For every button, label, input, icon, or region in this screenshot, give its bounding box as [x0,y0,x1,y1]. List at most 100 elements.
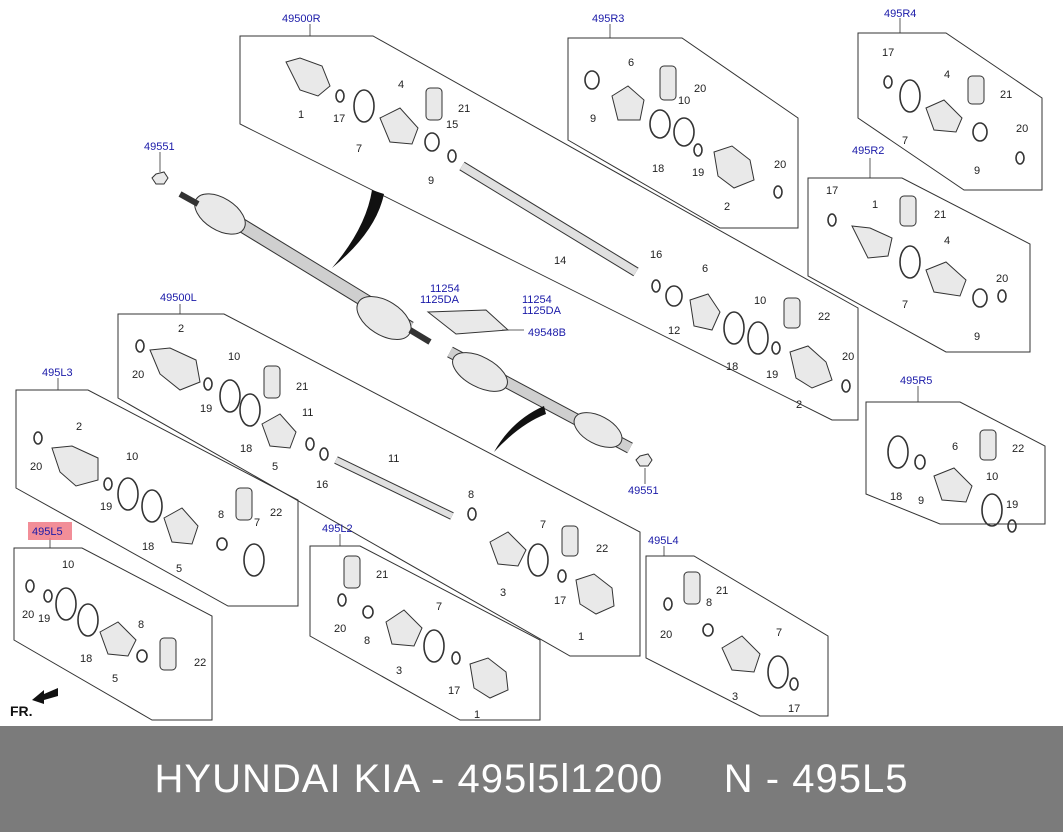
part-number: 22 [194,657,206,669]
group-box-495L4 [645,555,829,717]
ref-49500R: 49500R [282,13,321,25]
part-number: 7 [254,517,260,529]
part-number: 19 [766,369,778,381]
ref-495L4: 495L4 [648,535,679,547]
part-number: 1 [474,709,480,721]
part-number: 17 [788,703,800,715]
part-number: 1 [872,199,878,211]
part-number: 18 [240,443,252,455]
part-number: 7 [776,627,782,639]
part-number: 6 [628,57,634,69]
part-number: 20 [132,369,144,381]
part-number: 4 [944,69,950,81]
ref-495L2: 495L2 [322,523,353,535]
callout-wedge-upper [332,190,384,268]
bracket-plate [426,309,510,335]
group-box-495L5 [13,547,213,721]
part-number: 18 [142,541,154,553]
part-number: 19 [200,403,212,415]
part-number: 20 [30,461,42,473]
part-number: 7 [902,135,908,147]
part-number: 3 [732,691,738,703]
part-number: 16 [650,249,662,261]
part-number: 21 [1000,89,1012,101]
ref-495L5: 495L5 [32,526,63,538]
part-number: 20 [660,629,672,641]
part-number: 20 [1016,123,1028,135]
group-box-49500R [239,35,859,421]
part-number: 21 [934,209,946,221]
part-number: 10 [986,471,998,483]
ref-495R4: 495R4 [884,8,916,20]
part-number: 18 [80,653,92,665]
part-number: 17 [333,113,345,125]
part-number: 15 [446,119,458,131]
part-number: 8 [706,597,712,609]
part-number: 10 [678,95,690,107]
part-number: 10 [62,559,74,571]
group-box-495L3 [15,389,299,607]
part-number: 17 [448,685,460,697]
part-number: 18 [726,361,738,373]
front-arrow-icon [32,688,58,704]
ref-495R3: 495R3 [592,13,624,25]
part-number: 4 [398,79,404,91]
part-number: 22 [818,311,830,323]
part-number: 11 [302,407,313,419]
part-number: 9 [918,495,924,507]
part-number: 20 [842,351,854,363]
part-number: 8 [138,619,144,631]
group-box-495L2 [309,545,541,721]
part-number: 1 [578,631,584,643]
parts-diagram: 49500R 495R3 495R4 49551 495R2 11254 112… [10,8,1046,721]
front-direction-label: FR. [10,703,33,719]
part-number: 21 [376,569,388,581]
group-box-495R2 [807,177,1031,353]
footer-bar: HYUNDAI KIA - 495l5l1200 N - 495L5 [0,726,1063,832]
part-number: 2 [76,421,82,433]
part-number: 11 [388,453,399,465]
ref-49500L: 49500L [160,292,197,304]
ref-495L3: 495L3 [42,367,73,379]
part-number: 18 [652,163,664,175]
part-number: 17 [882,47,894,59]
part-number: 10 [126,451,138,463]
part-number: 19 [692,167,704,179]
ref-11254-right: 11254 [522,294,552,306]
part-number: 5 [272,461,278,473]
part-number: 16 [316,479,328,491]
ref-49551-bottom: 49551 [628,485,659,497]
part-number: 3 [396,665,402,677]
part-shapes [25,57,1025,699]
group-box-495R4 [857,32,1043,191]
part-number: 7 [356,143,362,155]
part-number: 17 [554,595,566,607]
part-number: 9 [974,331,980,343]
ref-11254-left: 11254 [430,283,460,295]
part-number: 22 [270,507,282,519]
part-number: 5 [176,563,182,575]
ref-1125DA-right: 1125DA [522,305,562,317]
part-number: 9 [590,113,596,125]
ref-1125DA-left: 1125DA [420,294,460,306]
ref-49551-top: 49551 [144,141,175,153]
part-number: 2 [724,201,730,213]
part-number: 10 [228,351,240,363]
part-number: 7 [902,299,908,311]
part-number: 6 [702,263,708,275]
part-number: 7 [436,601,442,613]
highlight-495L5 [28,522,72,540]
part-number: 19 [1006,499,1018,511]
part-number: 10 [754,295,766,307]
left-driveshaft [447,346,633,454]
part-number: 21 [296,381,308,393]
part-number: 20 [694,83,706,95]
part-number: 7 [540,519,546,531]
group-box-495R5 [865,401,1046,525]
leader-lines [49,18,919,556]
part-number: 17 [826,185,838,197]
part-number: 8 [364,635,370,647]
ref-49548B: 49548B [528,327,566,339]
part-number: 20 [774,159,786,171]
part-number: 20 [334,623,346,635]
